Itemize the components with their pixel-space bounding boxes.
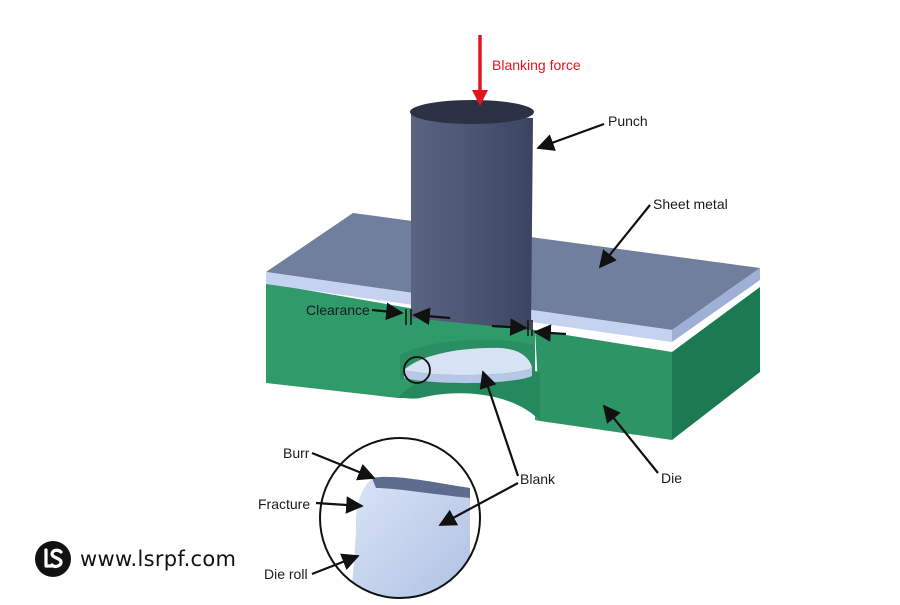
blank-edge (404, 368, 532, 384)
punch-top-ellipse (410, 100, 534, 124)
zoomed-detail (319, 437, 481, 599)
clearance-label: Clearance (306, 302, 370, 318)
blanking-force-label: Blanking force (492, 57, 581, 73)
die-leader (602, 404, 659, 474)
blank-top (404, 347, 532, 376)
blank-label: Blank (520, 471, 556, 487)
punch-body (411, 113, 533, 330)
die-right-front (535, 330, 672, 440)
clearance-arrow-right (533, 324, 567, 342)
blank-part (404, 347, 532, 384)
detail-callout-circle (403, 356, 431, 384)
clearance-arrow-left (412, 307, 451, 326)
fracture-leader (315, 496, 364, 514)
sheet-metal-side-edge (672, 268, 760, 342)
clearance-markers (405, 309, 533, 336)
punch (410, 100, 534, 330)
sheet-metal-leader (598, 204, 651, 269)
burr-label: Burr (283, 445, 310, 461)
clearance-arrow-mid (491, 318, 528, 336)
burr-leader (311, 451, 376, 481)
blank-leader-upper (479, 370, 520, 477)
die-side-face (672, 287, 760, 440)
blank-leader-lower (438, 482, 519, 526)
leader-arrows (311, 122, 659, 576)
punch-leader (536, 122, 605, 151)
blanking-force-arrow (472, 35, 488, 106)
punch-label: Punch (608, 113, 648, 129)
lsrpf-logo-icon (35, 541, 71, 577)
die-label: Die (661, 470, 683, 486)
die-roll-leader (311, 553, 360, 576)
die-roll-label: Die roll (264, 566, 308, 582)
watermark-text: www.lsrpf.com (80, 547, 237, 571)
zoomed-burr-edge (372, 476, 470, 498)
watermark: www.lsrpf.com (34, 540, 236, 578)
clearance-leader (371, 302, 404, 321)
fracture-label: Fracture (258, 496, 311, 512)
sheet-metal-label: Sheet metal (653, 196, 728, 212)
